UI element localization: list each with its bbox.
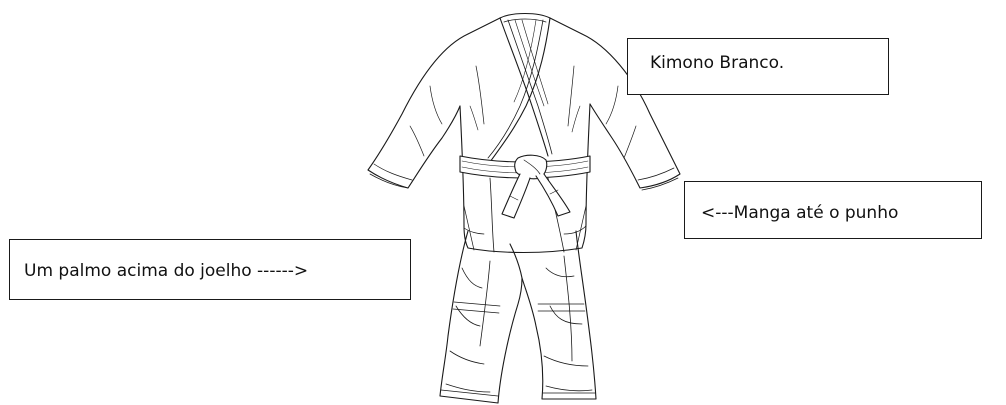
callout-palmo-text: Um palmo acima do joelho ------> <box>24 261 309 281</box>
jacket-body <box>459 103 591 254</box>
jacket-lapel-left <box>499 17 549 157</box>
kimono-illustration <box>367 12 681 404</box>
callout-palmo-joelho: Um palmo acima do joelho ------> <box>9 239 411 300</box>
jacket-lapel-right <box>489 17 551 163</box>
pants-right-leg <box>521 230 597 400</box>
jacket-left-sleeve <box>367 33 469 189</box>
callout-manga-text: <---Manga até o punho <box>701 203 899 223</box>
pants <box>439 230 597 404</box>
callout-kimono-branco: Kimono Branco. <box>627 38 889 95</box>
belt <box>459 154 591 219</box>
callout-manga-punho: <---Manga até o punho <box>684 181 982 239</box>
jacket <box>367 12 681 254</box>
pants-left-leg <box>439 230 523 404</box>
callout-kimono-text: Kimono Branco. <box>650 53 785 73</box>
